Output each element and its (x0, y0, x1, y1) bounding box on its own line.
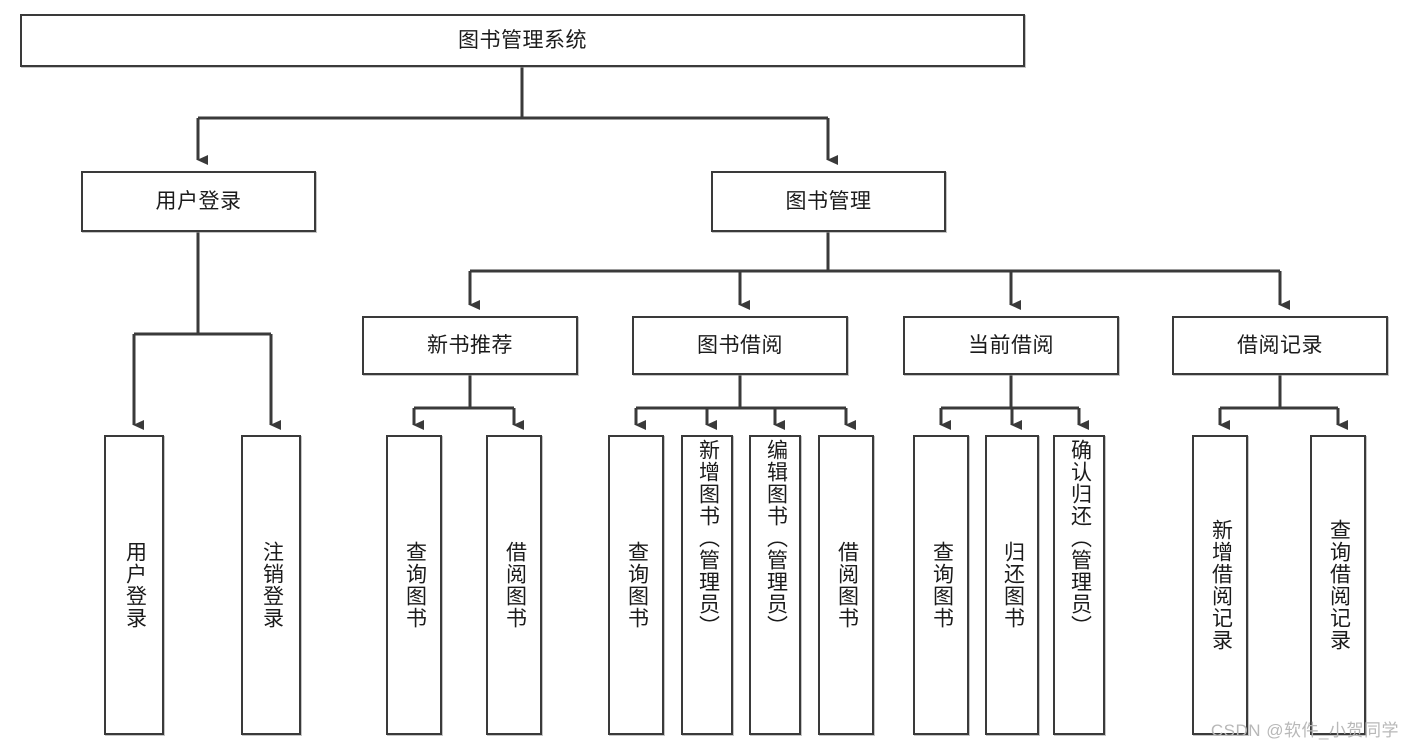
leaf-leaf-br-query[interactable]: 查询借阅记录 (1310, 435, 1366, 735)
leaf-leaf-logout[interactable]: 注销登录 (241, 435, 301, 735)
node-label: 借阅记录 (1237, 333, 1323, 357)
leaf-label: 新增图书（管理员） (696, 439, 720, 637)
node-label: 用户登录 (155, 189, 242, 213)
leaf-leaf-cb-return[interactable]: 归还图书 (985, 435, 1039, 735)
leaf-label: 查询图书 (930, 541, 954, 629)
node-borrow-record[interactable]: 借阅记录 (1172, 316, 1388, 375)
leaf-label: 查询图书 (625, 541, 649, 629)
leaf-leaf-cb-query[interactable]: 查询图书 (913, 435, 969, 735)
node-label: 图书管理 (785, 189, 872, 213)
node-new-book-rec[interactable]: 新书推荐 (362, 316, 578, 375)
leaf-leaf-rec-borrow[interactable]: 借阅图书 (486, 435, 542, 735)
leaf-label: 查询图书 (403, 541, 427, 629)
node-label: 图书借阅 (697, 333, 783, 357)
leaf-label: 编辑图书（管理员） (764, 439, 788, 637)
leaf-label: 注销登录 (260, 541, 284, 629)
node-user-login[interactable]: 用户登录 (81, 171, 316, 232)
leaf-label: 归还图书 (1001, 541, 1025, 629)
leaf-leaf-rec-query[interactable]: 查询图书 (386, 435, 442, 735)
csdn-watermark: CSDN @软件_小贺同学 (1210, 721, 1399, 740)
leaf-leaf-bb-edit[interactable]: 编辑图书（管理员） (749, 435, 801, 735)
node-book-borrow[interactable]: 图书借阅 (632, 316, 848, 375)
leaf-label: 用户登录 (123, 541, 147, 629)
node-current-borrow[interactable]: 当前借阅 (903, 316, 1119, 375)
leaf-leaf-user-login[interactable]: 用户登录 (104, 435, 164, 735)
leaf-label: 新增借阅记录 (1209, 519, 1233, 651)
leaf-label: 确认归还（管理员） (1068, 439, 1092, 637)
leaf-leaf-br-add[interactable]: 新增借阅记录 (1192, 435, 1248, 735)
leaf-leaf-cb-confirm[interactable]: 确认归还（管理员） (1053, 435, 1105, 735)
leaf-leaf-bb-borrow[interactable]: 借阅图书 (818, 435, 874, 735)
leaf-label: 借阅图书 (835, 541, 859, 629)
node-root-label: 图书管理系统 (458, 28, 587, 52)
node-label: 新书推荐 (427, 333, 513, 357)
node-label: 当前借阅 (968, 333, 1054, 357)
leaf-leaf-bb-query[interactable]: 查询图书 (608, 435, 664, 735)
node-book-manage[interactable]: 图书管理 (711, 171, 946, 232)
leaf-label: 借阅图书 (503, 541, 527, 629)
leaf-label: 查询借阅记录 (1327, 519, 1351, 651)
leaf-leaf-bb-add[interactable]: 新增图书（管理员） (681, 435, 733, 735)
node-root-system[interactable]: 图书管理系统 (20, 14, 1025, 67)
